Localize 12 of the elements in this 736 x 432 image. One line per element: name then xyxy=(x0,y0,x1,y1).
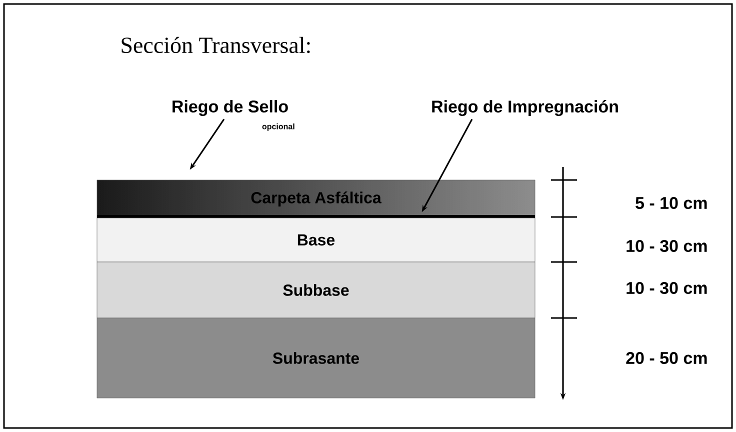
layer-box: Subbase xyxy=(96,262,536,318)
layer-box: Base xyxy=(96,218,536,262)
note: opcional xyxy=(262,123,294,131)
dimension-label: 10 - 30 cm xyxy=(626,282,707,294)
layer-box: Carpeta Asfáltica xyxy=(96,180,536,218)
layer-box: Subrasante xyxy=(96,318,536,398)
dimension-label: 10 - 30 cm xyxy=(626,240,707,252)
title: Sección Transversal: xyxy=(122,36,310,54)
leader-label: Riego de Sello xyxy=(172,100,288,116)
dimension-label: 5 - 10 cm xyxy=(636,196,707,210)
leader-label: Riego de Impregnación xyxy=(432,100,618,116)
dimension-label: 20 - 50 cm xyxy=(626,352,707,364)
